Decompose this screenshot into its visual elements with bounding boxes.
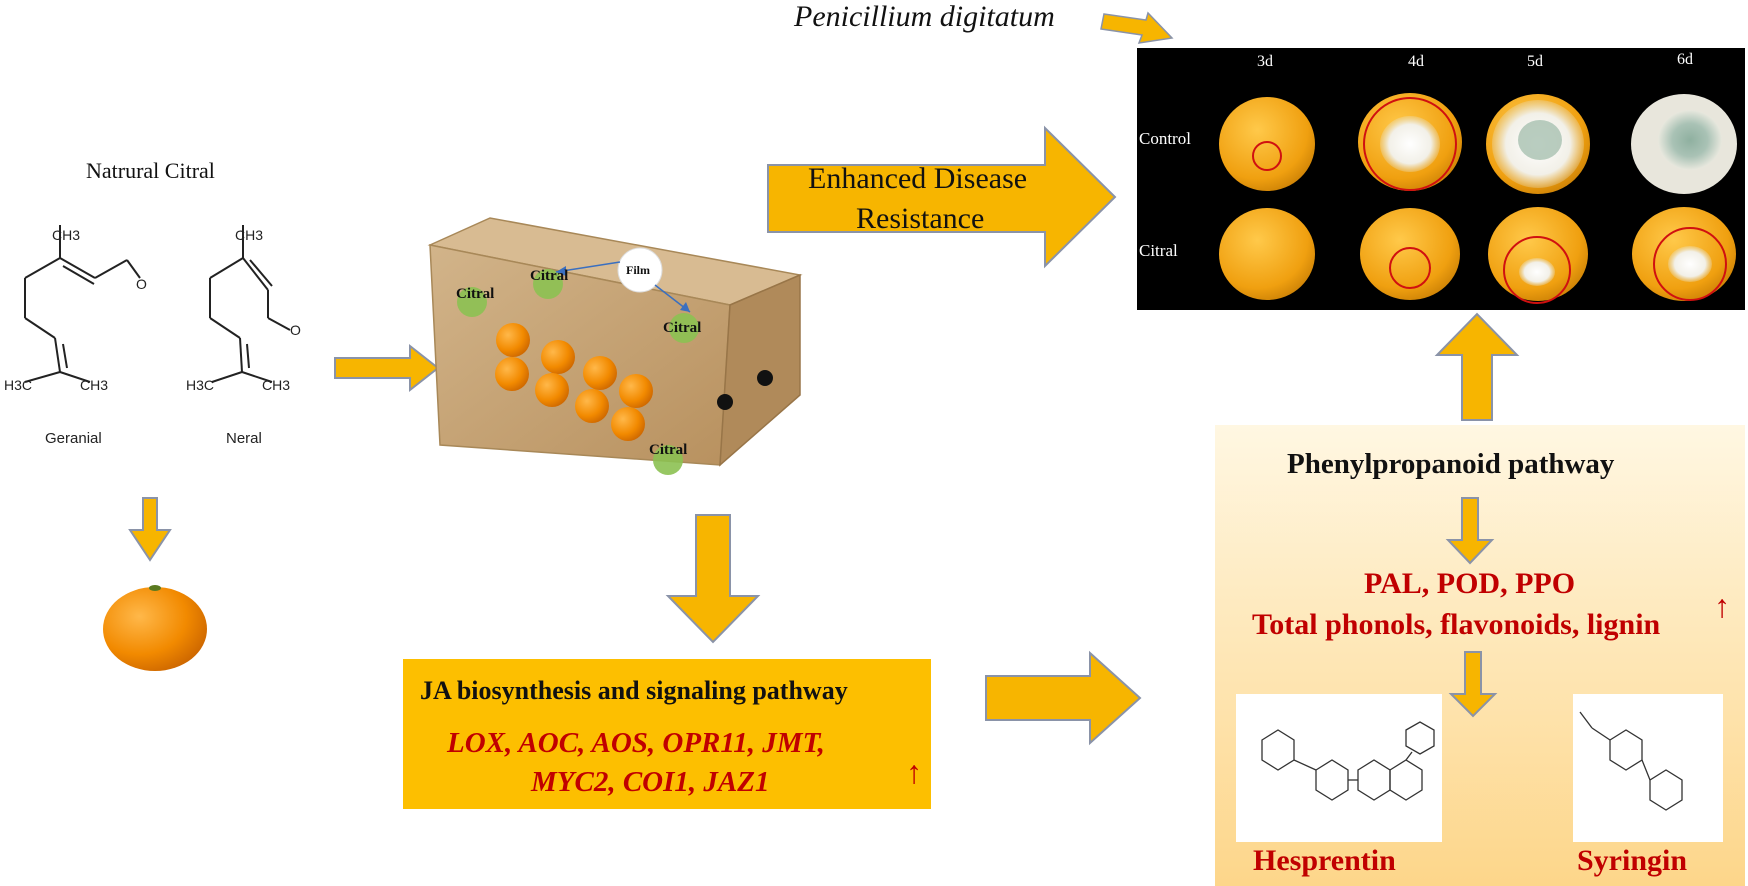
ja-genes-line-1: LOX, AOC, AOS, OPR11, JMT, bbox=[447, 727, 825, 759]
box-citral-spot-1: Citral bbox=[456, 286, 495, 302]
ja-pathway-box bbox=[403, 659, 931, 809]
day-label-5d: 5d bbox=[1527, 53, 1543, 70]
neral-aldehyde-o: O bbox=[290, 322, 301, 338]
pathogen-label: Penicillium digitatum bbox=[794, 0, 1055, 33]
photo-fruits bbox=[1219, 93, 1737, 304]
box-oranges bbox=[495, 323, 653, 441]
disease-arrow-line-2: Resistance bbox=[856, 202, 985, 235]
pathway-title: Phenylpropanoid pathway bbox=[1287, 448, 1615, 480]
arrow-box-to-ja bbox=[665, 514, 761, 644]
box-citral-spot-2: Citral bbox=[530, 268, 569, 284]
neral-left-group: H3C bbox=[186, 377, 215, 393]
row-label-citral: Citral bbox=[1139, 241, 1178, 260]
row-label-control: Control bbox=[1139, 129, 1191, 148]
arrow-citral-to-box bbox=[334, 343, 440, 393]
geranial-left-group: H3C bbox=[4, 377, 33, 393]
arrow-pathway-to-photos bbox=[1434, 312, 1520, 421]
geranial-aldehyde-o: O bbox=[136, 276, 147, 292]
geranial-ch3-top: CH3 bbox=[52, 227, 81, 243]
pathway-enzymes: PAL, POD, PPO bbox=[1364, 567, 1576, 600]
day-label-4d: 4d bbox=[1408, 53, 1424, 70]
packaging-box-image bbox=[427, 217, 803, 475]
neral-ch3-top: CH3 bbox=[235, 227, 264, 243]
pathway-metabolites: Total phonols, flavonoids, lignin bbox=[1252, 608, 1661, 641]
arrow-citral-to-fruit bbox=[128, 497, 172, 562]
hesprentin-structure-image bbox=[1236, 694, 1442, 842]
compound-hesprentin: Hesprentin bbox=[1253, 844, 1396, 877]
day-label-6d: 6d bbox=[1677, 51, 1693, 68]
citral-title: Natrural Citral bbox=[86, 158, 215, 183]
box-film-label: Film bbox=[626, 263, 650, 277]
box-citral-spot-4: Citral bbox=[649, 442, 688, 458]
neral-structure bbox=[209, 225, 291, 383]
disease-arrow-line-1: Enhanced Disease bbox=[808, 162, 1028, 195]
ja-genes-line-2: MYC2, COI1, JAZ1 bbox=[531, 766, 770, 798]
geranial-right-group: CH3 bbox=[80, 377, 109, 393]
neral-name: Neral bbox=[226, 430, 262, 447]
mandarin-fruit-image bbox=[103, 585, 207, 671]
ja-box-title: JA biosynthesis and signaling pathway bbox=[420, 676, 848, 705]
geranial-structure bbox=[24, 225, 141, 383]
syringin-structure-image bbox=[1573, 694, 1723, 842]
hesprentin-structure bbox=[1261, 721, 1435, 801]
syringin-structure bbox=[1579, 711, 1683, 811]
box-citral-spot-3: Citral bbox=[663, 320, 702, 336]
geranial-name: Geranial bbox=[45, 430, 102, 447]
arrow-disease-resistance bbox=[767, 125, 1117, 269]
arrow-enzymes-to-compounds bbox=[1448, 651, 1498, 718]
compound-syringin: Syringin bbox=[1577, 844, 1688, 877]
ja-up-arrow: ↑ bbox=[906, 754, 922, 790]
arrow-pathway-to-enzymes bbox=[1445, 497, 1495, 565]
pathway-up-arrow: ↑ bbox=[1714, 588, 1730, 624]
arrow-pathogen bbox=[1100, 11, 1174, 44]
day-label-3d: 3d bbox=[1257, 53, 1273, 70]
neral-right-group: CH3 bbox=[262, 377, 291, 393]
arrow-ja-to-pathway bbox=[985, 650, 1142, 746]
